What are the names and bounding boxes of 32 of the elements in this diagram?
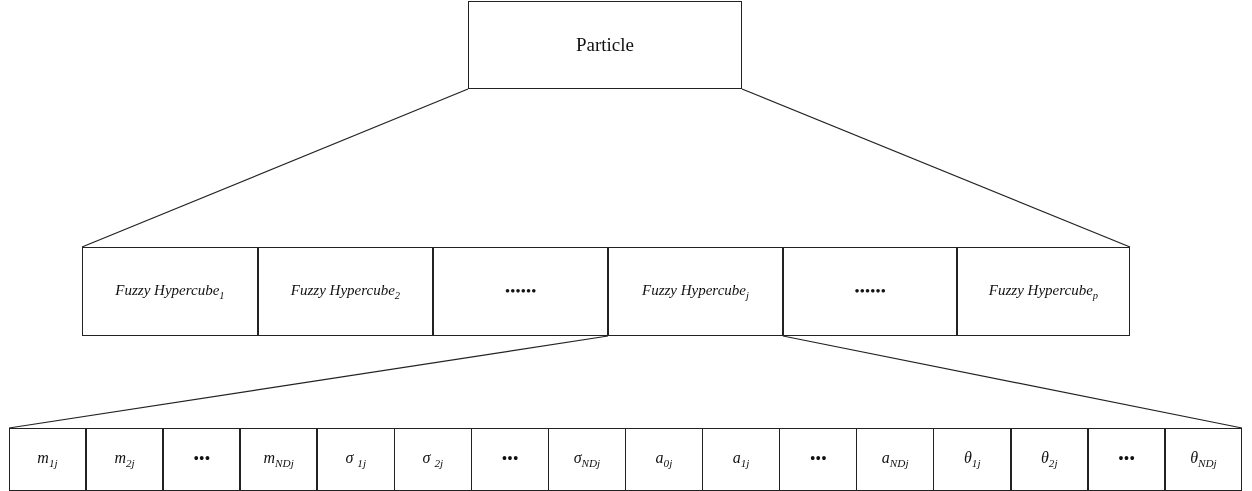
cell-label: •••••• — [854, 282, 886, 300]
field-cell — [1010, 427, 1089, 491]
cell-label: a$_{1j}$ — [732, 449, 750, 470]
field-cell — [782, 246, 958, 336]
field-cell — [1087, 427, 1166, 491]
field-cell — [257, 246, 434, 336]
cell-label: ••• — [1117, 450, 1135, 469]
cell-label: ••• — [809, 450, 827, 469]
cell-label: σ $_{2j}$ — [422, 449, 444, 470]
connector-line — [782, 335, 1243, 429]
cell-label: ••• — [193, 450, 210, 469]
cell-label: Particle — [576, 34, 634, 56]
field-cell — [607, 246, 784, 336]
connector-line — [81, 88, 469, 248]
process-box — [468, 1, 742, 89]
cell-label: m$_{1j}$ — [37, 449, 58, 470]
cell-label: m$_{2j}$ — [114, 449, 135, 470]
cell-label: σ $_{1j}$ — [345, 449, 366, 470]
connector-line — [741, 88, 1131, 248]
cell-label: Fuzzy Hypercube$_{p}$ — [988, 281, 1099, 301]
cell-label: a$_{0j}$ — [655, 449, 673, 470]
cell-label: Fuzzy Hypercube$_{1}$ — [115, 281, 225, 301]
field-cell — [432, 246, 609, 336]
cell-label: θ$_{2j}$ — [1041, 449, 1058, 470]
cell-label: ••• — [501, 450, 519, 469]
cell-label: Fuzzy Hypercube$_{2}$ — [290, 281, 401, 301]
cell-label: Fuzzy Hypercube$_{j}$ — [641, 281, 749, 301]
cell-label: •••••• — [504, 282, 537, 300]
field-cell — [85, 427, 164, 491]
field-cell — [239, 427, 318, 491]
cell-label: θ$_{1j}$ — [963, 449, 981, 470]
field-cell — [162, 427, 241, 491]
